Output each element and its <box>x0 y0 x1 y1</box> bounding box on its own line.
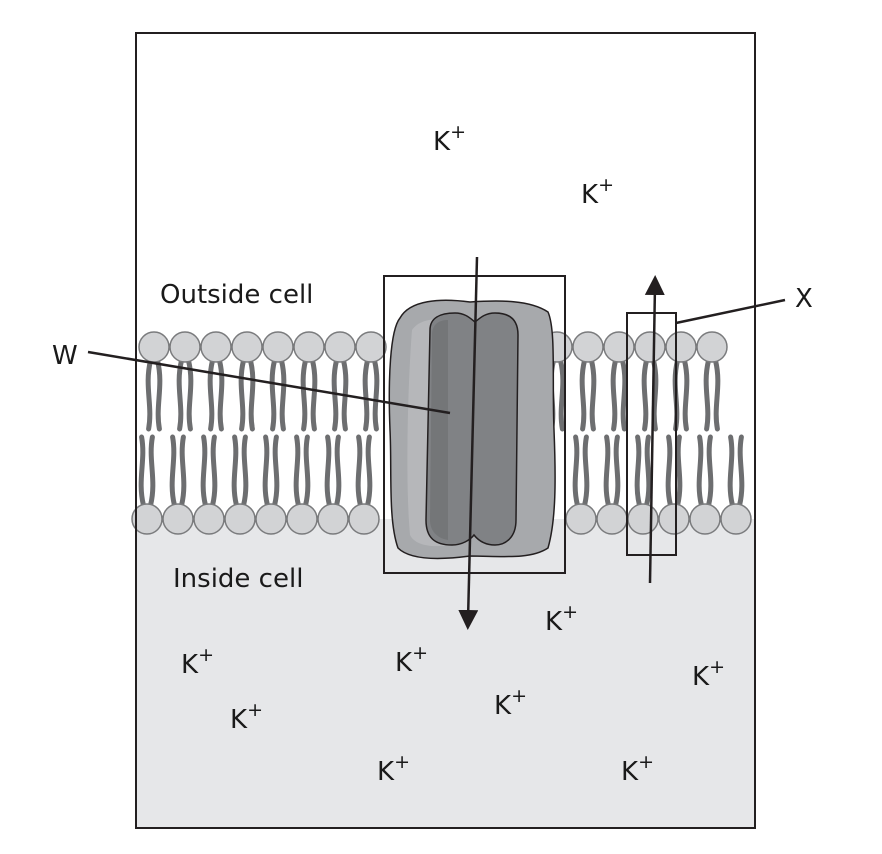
phospholipid <box>193 434 225 535</box>
arrow-down-through-channel <box>458 256 479 630</box>
label-x: X <box>795 284 813 314</box>
phospholipid <box>565 434 597 535</box>
phospholipid <box>634 331 666 432</box>
phospholipid <box>138 331 170 432</box>
potassium-ion: K+ <box>230 699 263 735</box>
phospholipid <box>286 434 318 535</box>
phospholipid <box>627 434 659 535</box>
phospholipid <box>162 434 194 535</box>
diagram-frame <box>135 32 756 829</box>
phospholipid <box>355 331 387 432</box>
leader-line-x <box>675 298 786 325</box>
phospholipid <box>572 331 604 432</box>
label-inside-cell: Inside cell <box>173 564 303 594</box>
phospholipid <box>603 331 635 432</box>
phospholipid <box>696 331 728 432</box>
potassium-ion: K+ <box>581 174 614 210</box>
phospholipid <box>596 434 628 535</box>
phospholipid <box>658 434 690 535</box>
label-w: W <box>52 341 78 371</box>
phospholipid <box>324 331 356 432</box>
phospholipid <box>317 434 349 535</box>
lipid-bilayer <box>131 331 752 535</box>
phospholipid <box>262 331 294 432</box>
phospholipid <box>200 331 232 432</box>
phospholipid <box>348 434 380 535</box>
phospholipid <box>224 434 256 535</box>
potassium-ion: K+ <box>692 656 725 692</box>
channel-box-w <box>383 275 566 574</box>
phospholipid <box>255 434 287 535</box>
leader-line-w <box>87 350 451 415</box>
phospholipid <box>231 331 263 432</box>
phospholipid <box>689 434 721 535</box>
phospholipid <box>665 331 697 432</box>
phospholipid <box>169 331 201 432</box>
phospholipid <box>293 331 325 432</box>
arrow-up-through-bilayer <box>644 275 665 584</box>
potassium-ion: K+ <box>433 121 466 157</box>
phospholipid <box>720 434 752 535</box>
phospholipid <box>131 434 163 535</box>
inside-cell-region <box>136 519 755 828</box>
label-outside-cell: Outside cell <box>160 280 313 310</box>
